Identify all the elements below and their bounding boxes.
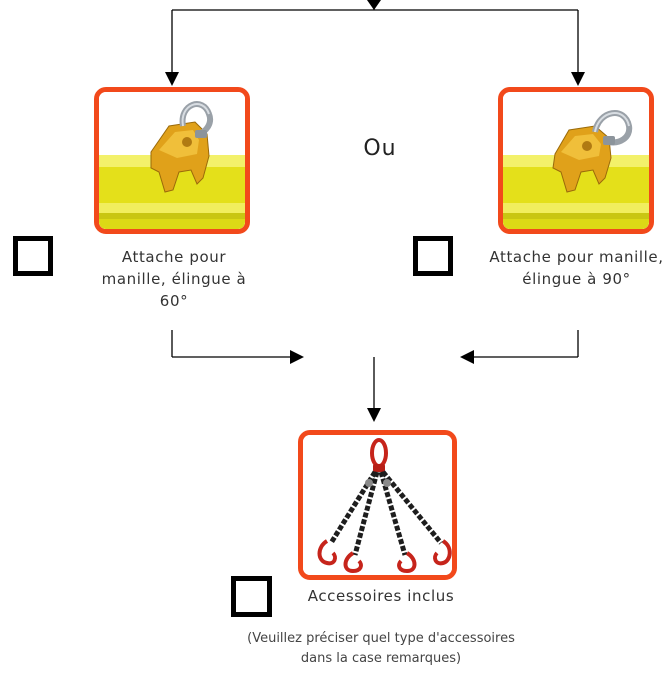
option-90-caption: Attache pour manille, élingue à 90° — [489, 248, 664, 288]
arrow-down-top — [367, 0, 381, 10]
shackle-beam-clamp-icon — [99, 92, 245, 229]
shackle-beam-clamp-icon — [503, 92, 649, 229]
option-60-checkbox[interactable] — [13, 236, 53, 276]
arrow-left-merge — [460, 350, 474, 364]
arrow-down-bottom — [367, 408, 381, 422]
accessories-note: (Veuillez préciser quel type d'accessoir… — [196, 629, 566, 669]
arrow-right-merge — [290, 350, 304, 364]
or-separator: Ou — [363, 136, 397, 161]
option-90-checkbox[interactable] — [413, 236, 453, 276]
arrow-down-right — [571, 72, 585, 86]
accessories-caption: Accessoires inclus — [307, 587, 455, 605]
note-line-2: dans la case remarques) — [300, 651, 462, 666]
accessories-checkbox[interactable] — [231, 576, 272, 617]
accessories-card[interactable] — [298, 430, 457, 580]
option-60-card[interactable] — [94, 87, 250, 234]
arrow-down-left — [165, 72, 179, 86]
option-90-card[interactable] — [498, 87, 654, 234]
note-line-1: (Veuillez préciser quel type d'accessoir… — [247, 631, 515, 646]
four-leg-chain-sling-icon — [303, 435, 452, 575]
option-60-caption: Attache pour manille, élingue à 60° — [101, 248, 247, 310]
